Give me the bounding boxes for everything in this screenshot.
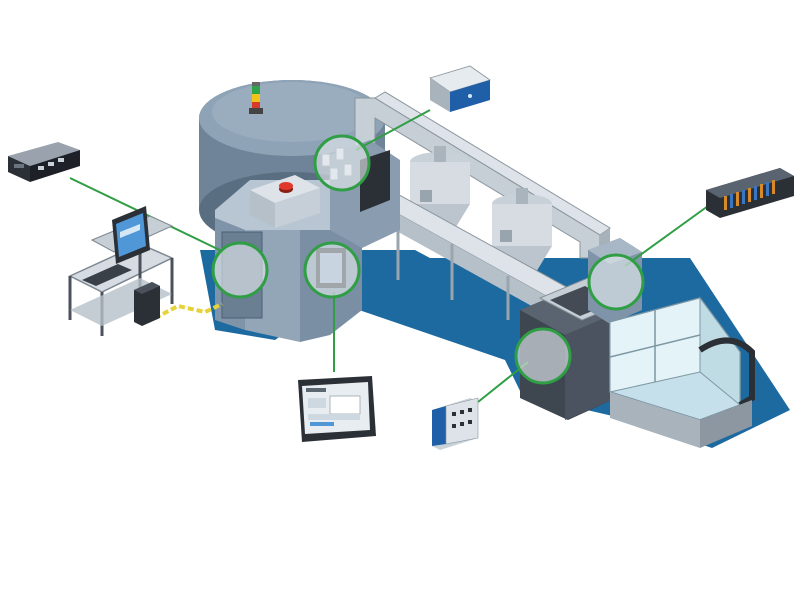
callout-ring-hmi bbox=[303, 241, 361, 299]
io-rack-device bbox=[706, 168, 794, 218]
operator-workstation-device bbox=[68, 206, 174, 336]
remote-io-device bbox=[432, 397, 479, 450]
signal-tower-icon bbox=[249, 82, 263, 114]
conveyor-frame bbox=[354, 91, 611, 259]
network-enclosure-device bbox=[429, 65, 491, 112]
callout-ring-cabinet bbox=[211, 241, 269, 299]
embedded-pc-device bbox=[8, 142, 80, 182]
callout-ring-tower bbox=[587, 253, 645, 311]
callout-rings bbox=[211, 134, 645, 385]
callout-ring-station bbox=[514, 327, 572, 385]
callout-ring-top bbox=[313, 134, 371, 192]
glass-enclosure bbox=[609, 296, 755, 421]
panel-pc-hmi-device bbox=[298, 376, 376, 442]
enclosure-base bbox=[610, 392, 752, 448]
yellow-cable bbox=[154, 302, 223, 320]
